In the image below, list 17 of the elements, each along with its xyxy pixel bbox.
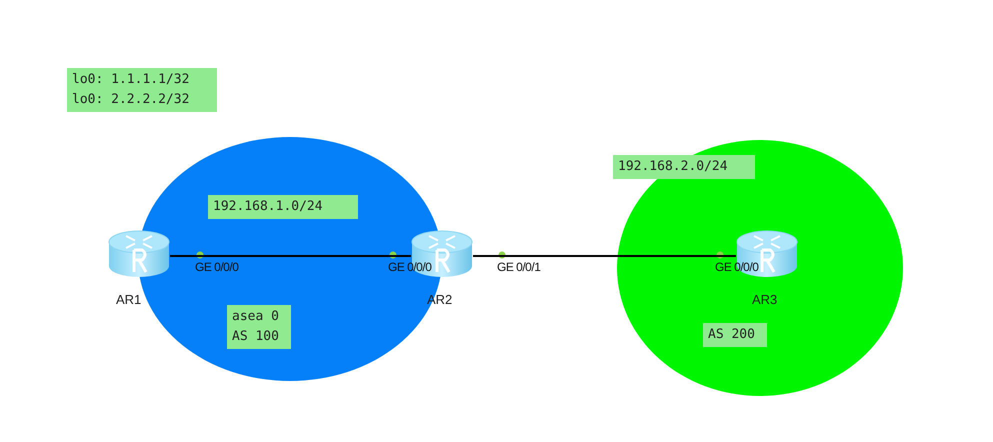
- address-text: 192.168.2.0/24: [618, 158, 729, 176]
- link-line: [170, 255, 411, 257]
- router-label: AR3: [752, 292, 778, 307]
- address-text: lo0: 2.2.2.2/32: [72, 91, 190, 109]
- label-box: [703, 323, 767, 347]
- label-box: [227, 305, 291, 349]
- router-label: AR1: [116, 292, 142, 307]
- address-text: AS 100: [232, 328, 280, 346]
- address-text: asea 0: [232, 308, 280, 326]
- label-box: [208, 195, 358, 219]
- label-box: [67, 68, 217, 112]
- address-text: AS 200: [708, 326, 756, 344]
- interface-label: GE 0/0/0: [195, 260, 238, 274]
- link-line: [473, 255, 736, 257]
- address-text: 192.168.1.0/24: [213, 198, 324, 216]
- address-text: lo0: 1.1.1.1/32: [72, 71, 190, 89]
- interface-label: GE 0/0/1: [497, 260, 540, 274]
